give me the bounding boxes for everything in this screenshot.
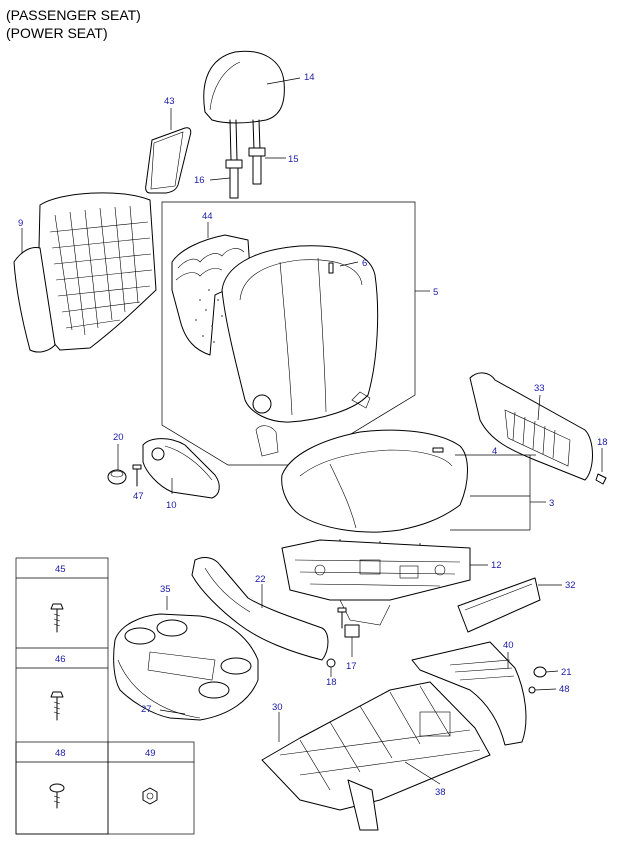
seat-lower-frame[interactable] — [261, 681, 491, 831]
armrest-10[interactable] — [142, 438, 220, 499]
insulator-44[interactable] — [171, 234, 251, 356]
callout-9[interactable]: 9 — [18, 218, 23, 229]
callout-10[interactable]: 10 — [166, 500, 177, 511]
callout-5[interactable]: 5 — [433, 287, 438, 298]
callout-30[interactable]: 30 — [272, 702, 283, 713]
callout-44[interactable]: 44 — [202, 211, 213, 222]
bolt-48-right[interactable] — [528, 686, 536, 694]
table-label-45: 45 — [55, 564, 66, 575]
callout-18-right[interactable]: 18 — [597, 437, 608, 448]
headrest-guide-16[interactable] — [225, 159, 243, 199]
callout-6[interactable]: 6 — [362, 258, 367, 269]
seat-cushion[interactable] — [281, 429, 468, 533]
side-cover-33[interactable] — [469, 372, 593, 481]
cap-20[interactable] — [107, 469, 127, 485]
table-label-49: 49 — [145, 748, 156, 759]
clip-18-trim[interactable] — [326, 658, 336, 668]
screw-46-icon — [50, 691, 64, 721]
callout-40[interactable]: 40 — [503, 640, 514, 651]
cover-32[interactable] — [457, 577, 541, 633]
callout-48-right[interactable]: 48 — [559, 684, 570, 695]
bolt-48-icon — [49, 783, 65, 809]
callout-18-trim[interactable]: 18 — [326, 677, 337, 688]
seatback-cushion[interactable] — [221, 245, 379, 457]
clip-18-right[interactable] — [595, 473, 607, 485]
callout-33[interactable]: 33 — [534, 383, 545, 394]
callout-43[interactable]: 43 — [164, 96, 175, 107]
callout-22[interactable]: 22 — [255, 574, 266, 585]
nut-49-icon — [142, 787, 158, 805]
callout-32[interactable]: 32 — [565, 580, 576, 591]
power-adjuster-12[interactable] — [281, 539, 471, 626]
callout-38[interactable]: 38 — [435, 787, 446, 798]
screw-45-icon — [50, 603, 64, 633]
headrest-guide-15[interactable] — [248, 147, 266, 185]
table-label-46: 46 — [55, 654, 66, 665]
side-shield-40[interactable] — [411, 641, 527, 746]
screw-47[interactable] — [132, 464, 142, 487]
headrest-part[interactable] — [203, 50, 285, 161]
title-line-1: (PASSENGER SEAT) — [6, 7, 141, 23]
callout-27[interactable]: 27 — [141, 704, 152, 715]
callout-15[interactable]: 15 — [288, 154, 299, 165]
bracket-17[interactable] — [337, 607, 360, 638]
insulator-44-texture — [195, 289, 223, 343]
table-label-48: 48 — [55, 748, 66, 759]
callout-21[interactable]: 21 — [561, 667, 572, 678]
callout-4[interactable]: 4 — [492, 446, 497, 457]
callout-labels: 14 43 15 16 9 44 6 5 33 18 20 4 3 47 10 … — [18, 72, 608, 798]
fastener-table — [15, 557, 195, 835]
title-line-2: (POWER SEAT) — [6, 25, 108, 41]
cap-21[interactable] — [533, 666, 547, 678]
callout-17[interactable]: 17 — [346, 661, 357, 672]
callout-16[interactable]: 16 — [194, 175, 205, 186]
seatback-frame-9[interactable] — [13, 192, 157, 353]
callout-12[interactable]: 12 — [491, 560, 502, 571]
callout-14[interactable]: 14 — [304, 72, 315, 83]
cup-holder-tray[interactable] — [113, 613, 259, 721]
callout-20[interactable]: 20 — [113, 432, 124, 443]
callout-47[interactable]: 47 — [133, 491, 144, 502]
pad-43[interactable] — [145, 127, 192, 194]
callout-35[interactable]: 35 — [160, 584, 171, 595]
side-trim-22[interactable] — [191, 557, 329, 661]
callout-3[interactable]: 3 — [549, 498, 554, 509]
